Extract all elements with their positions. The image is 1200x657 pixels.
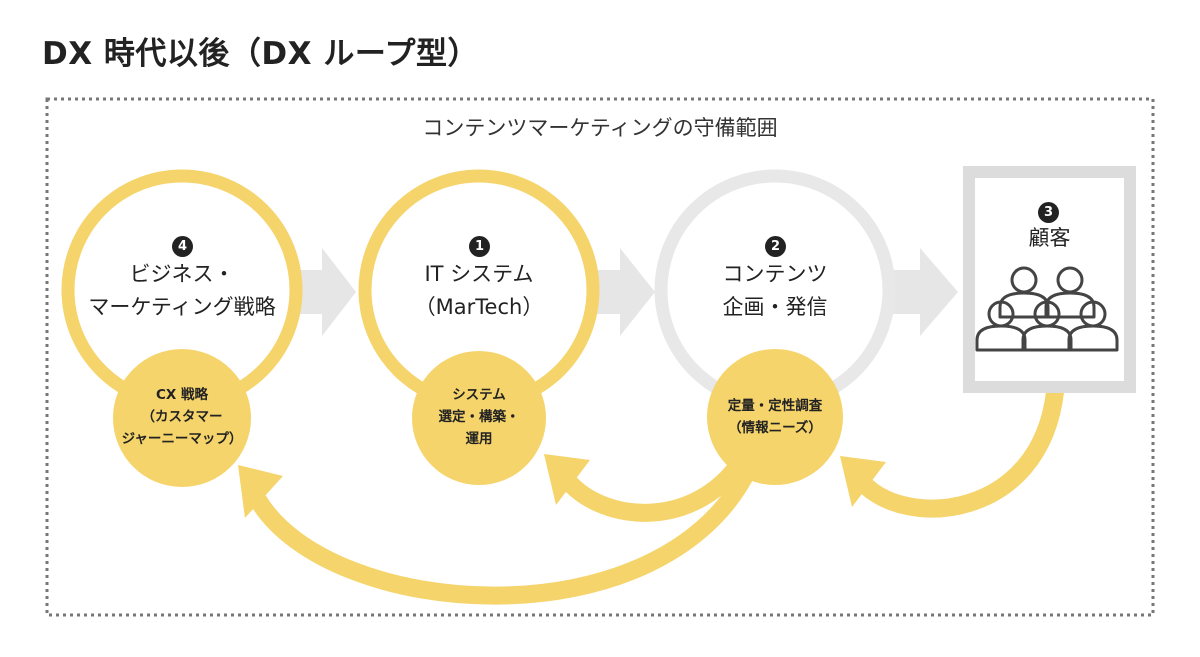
system-text: システム 選定・構築・ 運用 xyxy=(409,384,549,450)
step-badge-4: 4 xyxy=(172,236,193,257)
system-line1: システム xyxy=(452,387,506,403)
flow-arrow-1 xyxy=(300,248,356,336)
people-icon xyxy=(975,266,1119,352)
cx-line2: （カスタマー xyxy=(141,409,223,425)
it-label-line2: （MarTech） xyxy=(414,295,544,319)
content-label-line1: コンテンツ xyxy=(722,262,828,286)
strategy-label-line1: ビジネス・ xyxy=(129,262,235,286)
loop-arrowhead-it xyxy=(544,454,590,505)
scope-frame xyxy=(45,97,1155,617)
it-label-line1: IT システム xyxy=(424,262,534,286)
page-title: DX 時代以後（DX ループ型） xyxy=(42,36,479,72)
cx-line3: ジャーニーマップ） xyxy=(121,431,243,447)
flow-arrow-2 xyxy=(595,248,655,336)
cx-strategy-text: CX 戦略 （カスタマー ジャーニーマップ） xyxy=(112,384,252,450)
subcircle-cx xyxy=(113,349,251,487)
loop-arrowhead-strategy xyxy=(238,465,283,518)
step-badge-1: 1 xyxy=(469,236,490,257)
subcircle-system xyxy=(412,351,546,485)
flow-arrow-3 xyxy=(890,248,958,336)
step-badge-2: 2 xyxy=(765,236,786,257)
loop-curve-to-it xyxy=(560,450,753,522)
content-label-line2: 企画・発信 xyxy=(722,295,828,319)
subcircle-research xyxy=(707,349,843,485)
research-line1: 定量・定性調査 xyxy=(727,398,823,414)
strategy-label-line2: マーケティング戦略 xyxy=(88,295,276,319)
content-label: コンテンツ 企画・発信 xyxy=(645,258,905,324)
research-text: 定量・定性調査 （情報ニーズ） xyxy=(705,395,845,439)
it-label: IT システム （MarTech） xyxy=(349,258,609,324)
strategy-label: ビジネス・ マーケティング戦略 xyxy=(52,258,312,324)
system-line3: 運用 xyxy=(465,431,493,447)
step-badge-3: 3 xyxy=(1038,202,1059,223)
cx-line1: CX 戦略 xyxy=(155,387,209,403)
loop-curve-to-strategy xyxy=(250,465,757,605)
scope-label: コンテンツマーケティングの守備範囲 xyxy=(422,116,778,140)
loop-curve-to-content xyxy=(855,390,1064,518)
research-line2: （情報ニーズ） xyxy=(728,420,822,436)
customer-label: 顧客 xyxy=(1028,226,1071,250)
loop-arrowhead-content xyxy=(840,456,886,507)
system-line2: 選定・構築・ xyxy=(438,409,520,425)
